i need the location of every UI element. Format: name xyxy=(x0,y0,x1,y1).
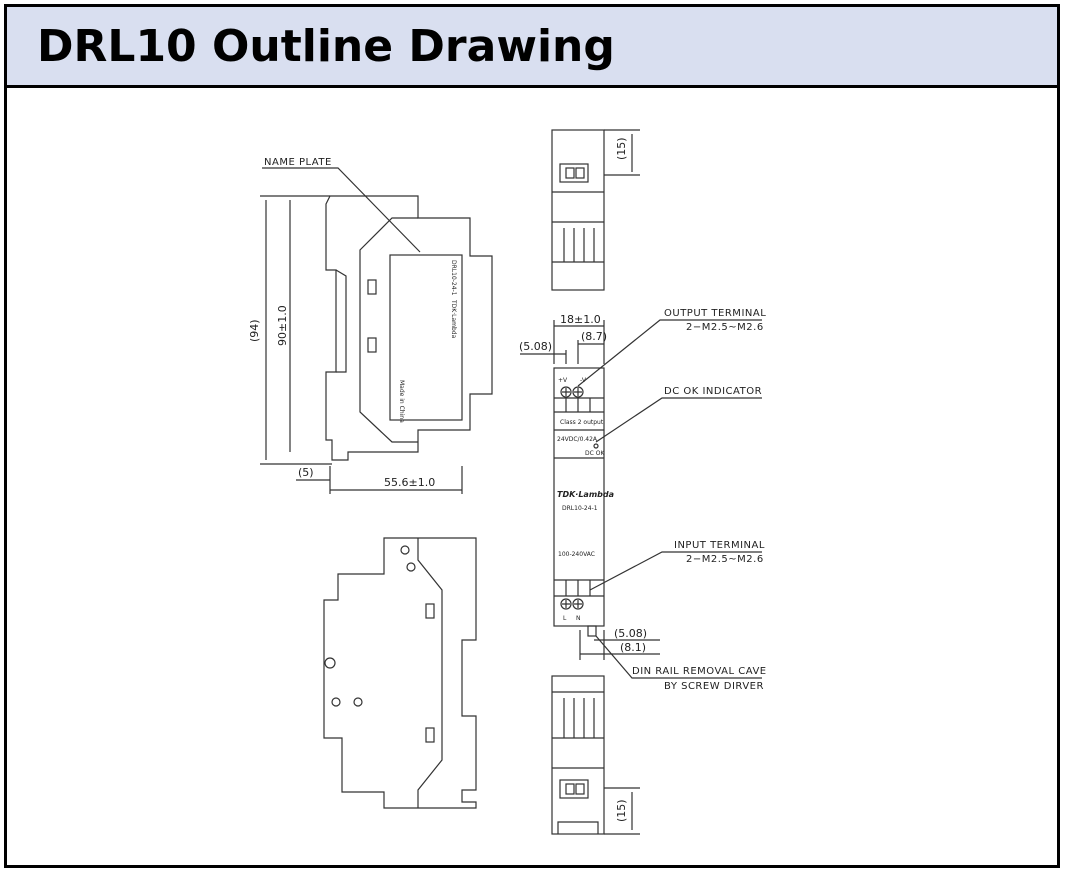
front-input-rating: 100-240VAC xyxy=(558,551,595,558)
dim-bottom-offset: (5) xyxy=(298,466,314,479)
page-title: DRL10 Outline Drawing xyxy=(37,21,615,72)
dim-height-body: 90±1.0 xyxy=(276,305,289,346)
dim-terminal-offset-top: (5.08) xyxy=(519,340,552,353)
dc-ok-indicator-label: DC OK INDICATOR xyxy=(664,386,762,397)
dim-width: 18±1.0 xyxy=(560,313,601,326)
dim-bottom-view-depth: (15) xyxy=(615,799,628,822)
nameplate-brand: TDK·Lambda xyxy=(450,299,457,339)
side-view xyxy=(260,167,493,494)
input-terminal-spec: 2−M2.5~M2.6 xyxy=(686,554,764,565)
front-model: DRL10-24-1 xyxy=(562,505,598,512)
nameplate-made-in: Made in China xyxy=(398,380,405,423)
front-brand: TDK·Lambda xyxy=(557,490,614,499)
dim-depth: 55.6±1.0 xyxy=(384,476,435,489)
output-terminal-spec: 2−M2.5~M2.6 xyxy=(686,322,764,333)
front-dc-ok: DC OK xyxy=(585,450,605,457)
dim-terminal-pitch-top: (8.7) xyxy=(581,330,607,343)
front-n-label: N xyxy=(576,615,581,622)
front-view xyxy=(520,319,762,679)
title-bar: DRL10 Outline Drawing xyxy=(7,7,1057,88)
page-frame: DRL10 Outline Drawing xyxy=(4,4,1060,868)
nameplate-model: DRL10-24-1 xyxy=(450,260,457,296)
front-l-label: L xyxy=(563,615,567,622)
front-class-text: Class 2 output xyxy=(560,419,604,426)
front-minus-label: -V xyxy=(580,377,587,384)
side-view-rear xyxy=(323,537,477,809)
bottom-view xyxy=(551,675,640,835)
name-plate-label: NAME PLATE xyxy=(264,157,332,168)
din-rail-label-2: BY SCREW DIRVER xyxy=(664,681,764,692)
top-view xyxy=(551,129,640,291)
dim-height-total: (94) xyxy=(248,319,261,342)
name-plate xyxy=(389,254,463,421)
input-terminal-label: INPUT TERMINAL xyxy=(674,540,765,551)
din-rail-label-1: DIN RAIL REMOVAL CAVE xyxy=(632,666,767,677)
output-terminal-label: OUTPUT TERMINAL xyxy=(664,308,766,319)
front-rating: 24VDC/0.42A xyxy=(557,436,598,443)
dim-terminal-offset-bottom: (5.08) xyxy=(614,627,647,640)
front-plus-label: +V xyxy=(558,377,568,384)
dim-top-view-depth: (15) xyxy=(615,137,628,160)
dim-terminal-pitch-bottom: (8.1) xyxy=(620,641,646,654)
